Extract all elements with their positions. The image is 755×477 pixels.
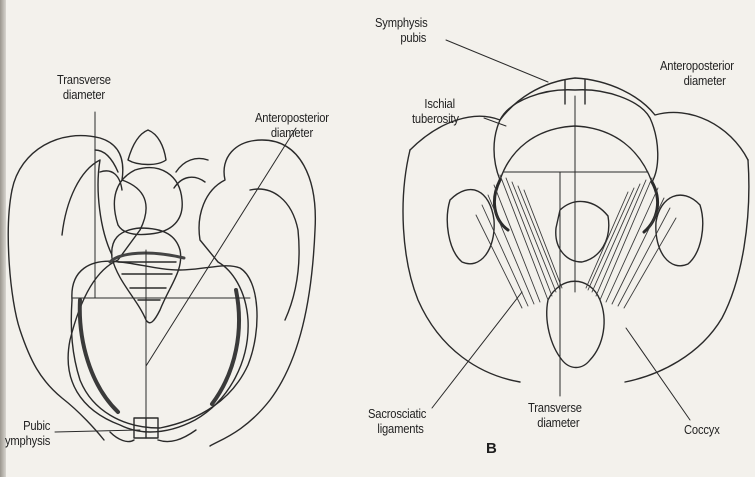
label-line-2: ymphysis	[5, 433, 50, 448]
sacrosciatic-pointer	[432, 292, 522, 408]
label-pubic-symphysis: Pubic ymphysis	[5, 418, 50, 448]
label-symphysis-pubis: Symphysis pubis	[375, 15, 428, 45]
label-transverse-diameter-a: Transverse diameter	[57, 72, 111, 102]
label-line-1: Sacrosciatic	[368, 406, 426, 421]
label-coccyx: Coccyx	[684, 422, 720, 437]
label-transverse-diameter-b: Transverse diameter	[528, 400, 582, 430]
label-line-2: diameter	[255, 125, 329, 140]
label-line-1: Ischial	[412, 96, 459, 111]
label-line-1: Anteroposterior	[660, 58, 734, 73]
label-line-2: tuberosity	[412, 111, 459, 126]
ischial-pointer	[484, 118, 506, 126]
panel-letter-b: B	[486, 440, 497, 457]
label-line-2: diameter	[660, 73, 734, 88]
label-line-1: Transverse	[57, 72, 111, 87]
sacrosciatic-ligaments	[476, 175, 676, 308]
label-line-1: Anteroposterior	[255, 110, 329, 125]
label-sacrosciatic-ligaments: Sacrosciatic ligaments	[368, 406, 426, 436]
label-line-2: diameter	[528, 415, 582, 430]
label-anteroposterior-diameter-b: Anteroposterior diameter	[660, 58, 734, 88]
label-line-2: ligaments	[368, 421, 426, 436]
label-line-2: diameter	[57, 87, 111, 102]
pelvic-brim	[71, 261, 257, 428]
lumbar-vertebra	[114, 168, 182, 235]
label-line-1: Coccyx	[684, 422, 720, 437]
symphysis-pointer	[446, 40, 548, 82]
label-line-2: pubis	[375, 30, 428, 45]
label-ischial-tuberosity: Ischial tuberosity	[412, 96, 459, 126]
pelvis-superior-view	[8, 112, 315, 446]
coccyx-pointer	[626, 328, 690, 420]
label-line-1: Symphysis	[375, 15, 428, 30]
label-line-1: Transverse	[528, 400, 582, 415]
label-anteroposterior-diameter-a: Anteroposterior diameter	[255, 110, 329, 140]
anteroposterior-pointer-a	[146, 128, 296, 366]
coccyx-bone	[547, 281, 604, 367]
pubic-arch	[494, 90, 658, 182]
label-line-1: Pubic	[5, 418, 50, 433]
